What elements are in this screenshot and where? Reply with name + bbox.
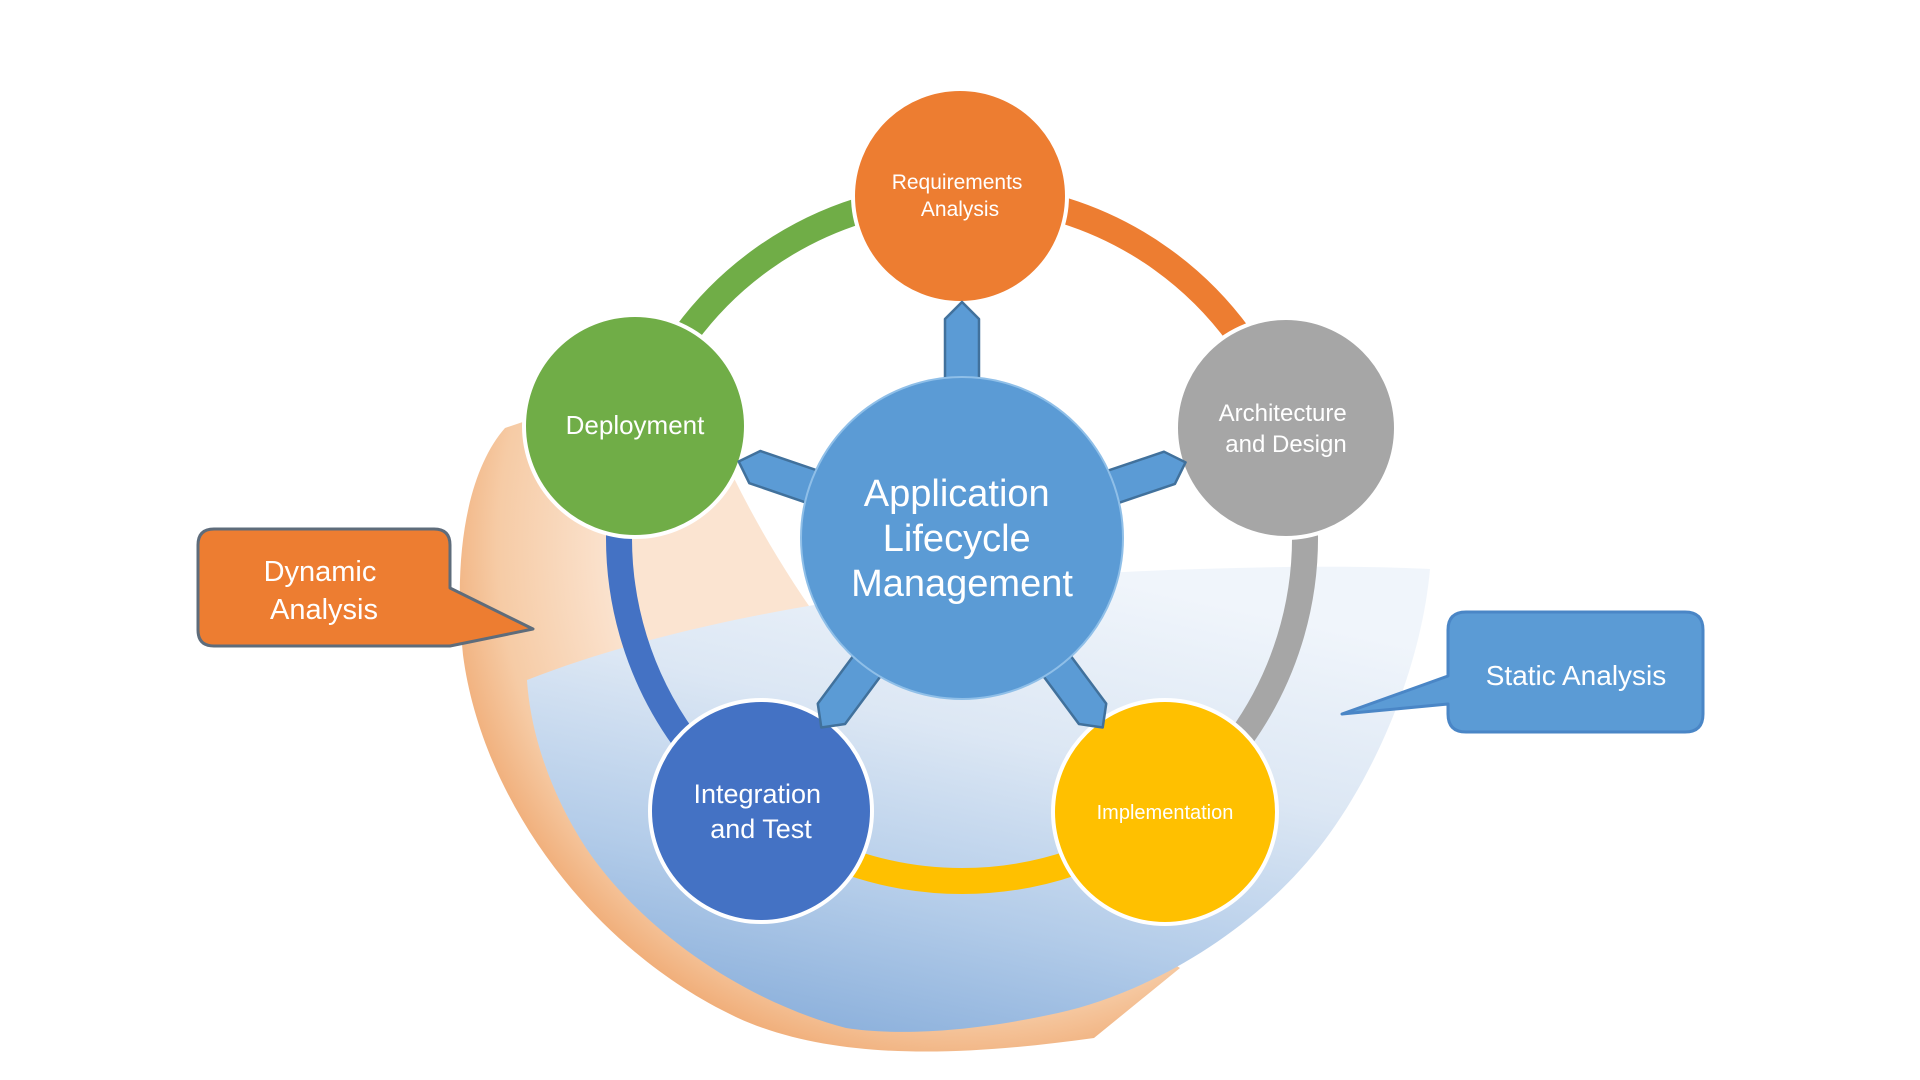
callout-static-analysis: Static Analysis (1340, 610, 1705, 734)
static-analysis-label: Static Analysis (1486, 660, 1667, 691)
node-architecture-and-design: Architecture and Design (1174, 316, 1398, 540)
architecture-and-design-label: Architecture and Design (1219, 400, 1354, 458)
architecture-and-design-circle (1174, 316, 1398, 540)
spoke-arrow-requirements (943, 300, 981, 387)
node-implementation: Implementation (1051, 698, 1279, 926)
integration-and-test-label: Integration and Test (693, 779, 828, 844)
node-requirements-analysis: Requirements Analysis (851, 87, 1069, 305)
implementation-label: Implementation (1097, 802, 1234, 824)
hub-label: Application Lifecycle Management (851, 473, 1073, 605)
deployment-label: Deployment (566, 410, 706, 440)
requirements-analysis-circle (851, 87, 1069, 305)
requirements-analysis-label: Requirements Analysis (892, 171, 1029, 221)
implementation-circle (1051, 698, 1279, 926)
dynamic-analysis-bubble (196, 527, 535, 648)
dynamic-analysis-label: Dynamic Analysis (264, 556, 385, 626)
callout-dynamic-analysis: Dynamic Analysis (196, 527, 535, 648)
node-deployment: Deployment (522, 313, 748, 539)
hub-circle (800, 376, 1124, 700)
deployment-circle (522, 313, 748, 539)
node-integration-and-test: Integration and Test (648, 698, 874, 924)
integration-and-test-circle (648, 698, 874, 924)
static-analysis-bubble (1340, 610, 1705, 734)
hub-application-lifecycle-management: Application Lifecycle Management (800, 376, 1124, 700)
